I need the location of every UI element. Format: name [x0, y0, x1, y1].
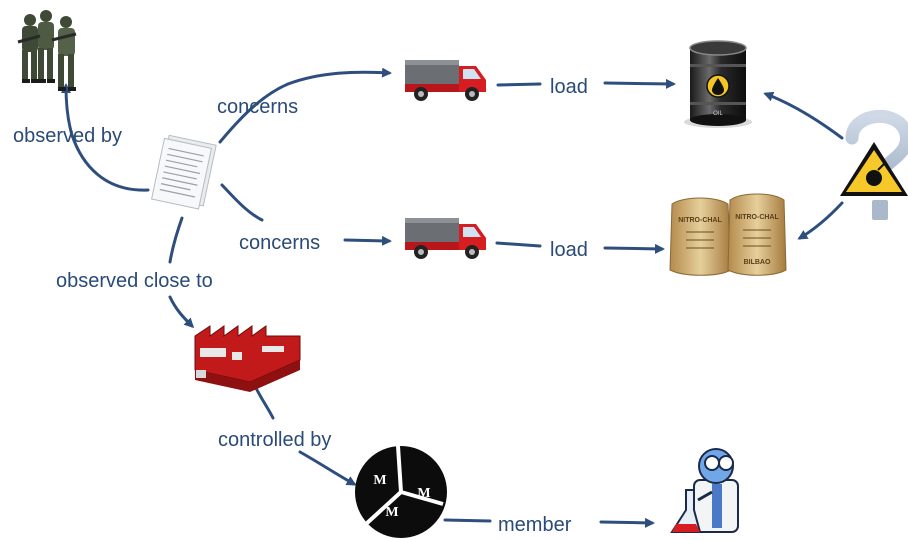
factory-icon [194, 325, 301, 392]
edge-observed-close-a [168, 216, 184, 264]
label-member: member [498, 514, 572, 536]
label-load-bottom: load [550, 239, 588, 261]
edge-member-a [443, 518, 492, 523]
sack-left-text: NITRO-CHAL [678, 217, 722, 224]
report-document-icon [150, 134, 217, 210]
edge-hazard-to-barrel [763, 91, 844, 140]
edge-member-b [599, 517, 655, 528]
label-controlled-by: controlled by [218, 429, 331, 451]
edge-load-bottom-b [603, 243, 665, 254]
edge-load-bottom-a [495, 241, 542, 248]
label-load-top: load [550, 76, 588, 98]
edge-load-top-b [603, 78, 676, 89]
organization-logo-icon: M M M [355, 445, 447, 538]
edge-load-top-a [496, 82, 542, 87]
label-concerns-bottom: concerns [239, 232, 320, 254]
truck-icon-top [405, 60, 486, 101]
label-concerns-top: concerns [217, 96, 298, 118]
explosive-hazard-question-icon [840, 109, 908, 220]
edge-concerns-top-arrow [286, 67, 392, 86]
truck-icon-bottom [405, 218, 486, 259]
edge-controlled-b [298, 450, 357, 486]
edge-controlled-a [254, 386, 275, 420]
edge-concerns-bottom-a [220, 183, 264, 222]
edge-concerns-top [218, 82, 290, 144]
chemist-icon [670, 448, 739, 533]
org-letter-2: M [417, 486, 430, 501]
org-letter-1: M [373, 473, 386, 488]
edge-observed-close-b [168, 295, 195, 329]
sack-right-text: NITRO-CHAL [735, 214, 779, 221]
edge-observed-by [61, 83, 150, 192]
label-observed-by: observed by [13, 125, 122, 147]
oil-barrel-icon: OIL [684, 40, 752, 128]
oil-barrel-label: OIL [713, 111, 723, 117]
sack-bottom-text: BILBAO [744, 259, 771, 266]
edge-hazard-to-sacks [797, 201, 844, 240]
label-observed-close-to: observed close to [56, 270, 213, 292]
fertilizer-sacks-icon: NITRO-CHAL NITRO-CHAL BILBAO [669, 193, 787, 276]
edge-concerns-bottom-b [343, 235, 392, 246]
org-letter-3: M [385, 505, 398, 520]
soldiers-icon [17, 10, 77, 91]
